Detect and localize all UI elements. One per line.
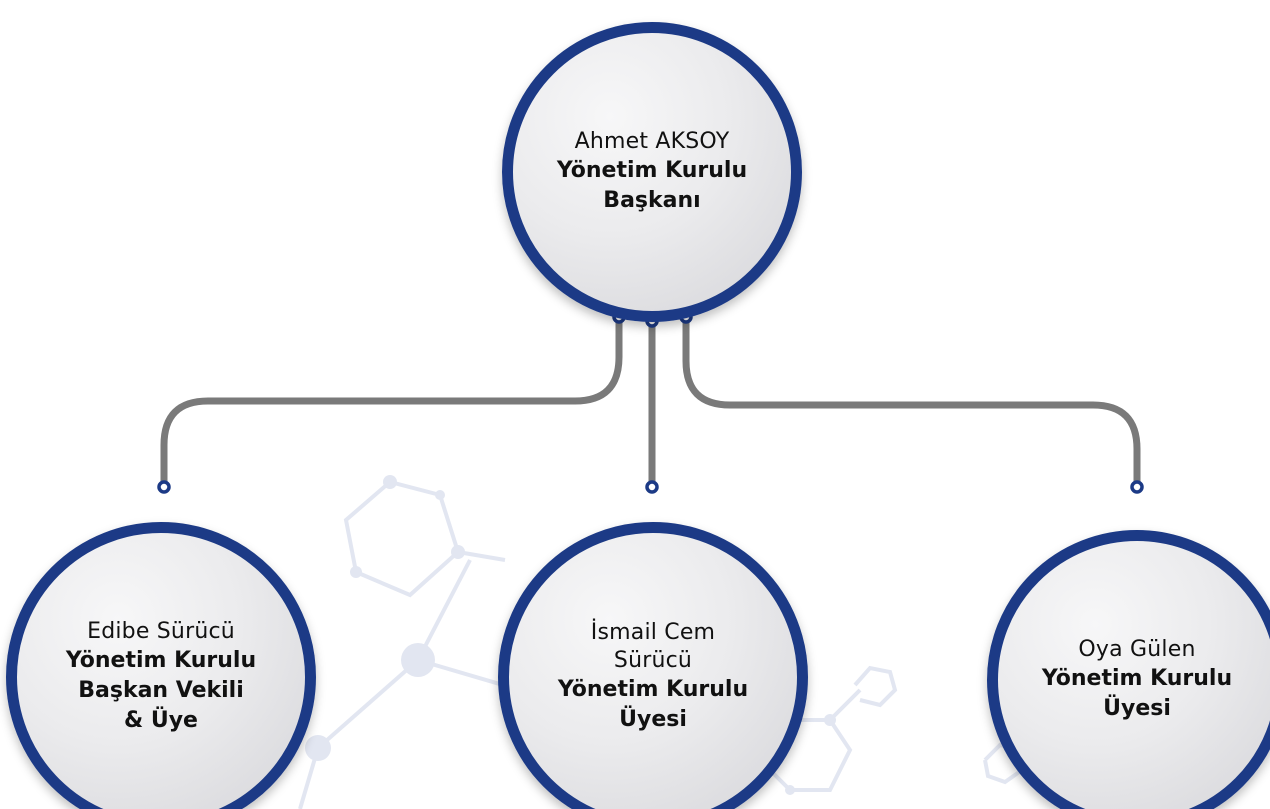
node-role-title: Yönetim Kurulu Başkan Vekili & Üye — [65, 648, 257, 733]
org-node-vice-chairman: Edibe Sürücü Yönetim Kurulu Başkan Vekil… — [6, 522, 316, 809]
node-person-name: Edibe Sürücü — [87, 619, 235, 644]
org-node-board-member-2: Oya Gülen Yönetim Kurulu Üyesi — [987, 530, 1270, 809]
org-node-chairman: Ahmet AKSOY Yönetim Kurulu Başkanı — [502, 22, 802, 322]
connector-endpoint — [1130, 480, 1144, 494]
node-person-name: Ahmet AKSOY — [574, 129, 730, 154]
node-role-title: Yönetim Kurulu Üyesi — [1041, 666, 1233, 721]
node-role-title: Yönetim Kurulu Üyesi — [557, 677, 749, 732]
connector-root-to-left — [160, 319, 623, 485]
connector-root-to-right — [682, 319, 1141, 485]
connector-endpoint — [645, 480, 659, 494]
org-node-board-member-1: İsmail Cem Sürücü Yönetim Kurulu Üyesi — [498, 522, 808, 809]
background-molecule-dots — [305, 475, 836, 795]
connector-endpoint — [157, 480, 171, 494]
node-person-name: Oya Gülen — [1078, 637, 1196, 662]
node-person-name: İsmail Cem Sürücü — [590, 620, 716, 673]
node-role-title: Yönetim Kurulu Başkanı — [556, 158, 748, 213]
connector-lines — [160, 319, 1141, 485]
